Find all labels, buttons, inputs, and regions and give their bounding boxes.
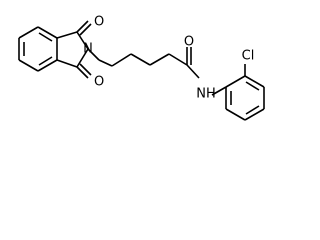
atom-label-oxygen-bottom: O [94,75,104,90]
imide-carbonyl-bonds [76,20,92,79]
imide-ring [56,31,89,68]
chlorophenyl-ring [225,64,265,121]
amide-bonds [186,47,227,96]
atom-label-amide-nh: NH [196,87,216,102]
alkyl-chain [87,48,188,67]
atom-label-nitrogen-imide: N [83,42,93,57]
molecule-structure: O O N O NH Cl [18,15,265,121]
atom-label-oxygen-top: O [94,15,104,30]
structure-canvas: O O N O NH Cl [18,15,265,121]
atom-label-chlorine: Cl [242,49,255,64]
phthalimide-benzene-ring [18,26,58,72]
atom-label-oxygen-amide: O [184,35,194,50]
